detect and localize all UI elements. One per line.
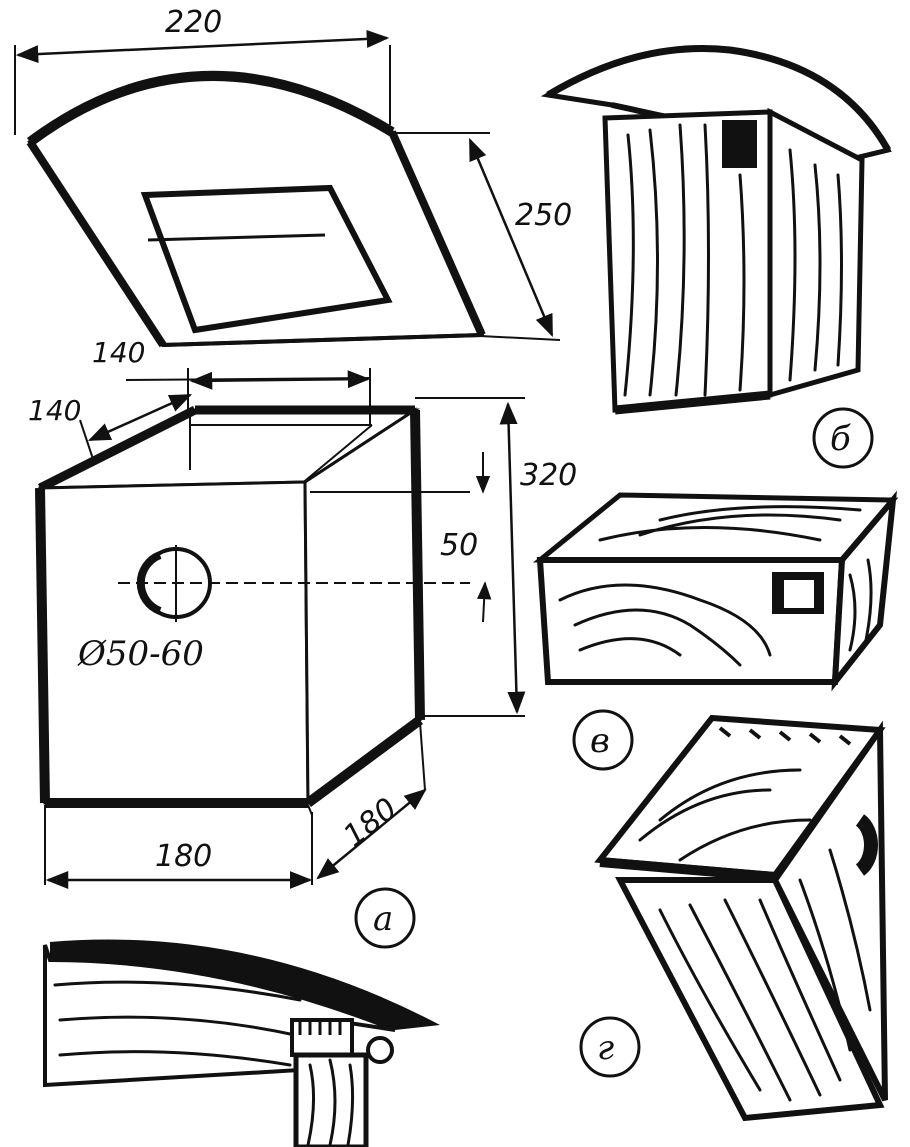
roof-depth-dimension: 250	[392, 132, 572, 341]
top-depth-label: 140	[28, 394, 81, 427]
base-width-label: 180	[155, 839, 212, 874]
top-width-dimension: 140	[92, 336, 371, 425]
hole-diameter-label: Ø50-60	[77, 634, 204, 674]
birdhouse-v	[532, 490, 899, 692]
label-b: б	[812, 407, 874, 469]
height-dimension: 320	[415, 397, 577, 717]
height-label: 320	[520, 458, 577, 493]
top-width-label: 140	[92, 336, 145, 369]
label-v: в	[572, 709, 634, 771]
hole-offset-dimension: 50	[310, 452, 492, 623]
base-depth-label: 180	[337, 791, 404, 854]
box-body	[35, 405, 425, 816]
roof-width-label: 220	[165, 5, 222, 40]
roof-panel	[26, 70, 486, 348]
svg-text:б: б	[830, 419, 851, 459]
roof-width-dimension: 220	[14, 5, 391, 135]
svg-text:в: в	[590, 721, 610, 761]
hole-offset-label: 50	[440, 528, 478, 563]
label-g: г	[579, 1016, 641, 1078]
roof-depth-label: 250	[515, 198, 572, 233]
svg-text:а: а	[373, 899, 393, 939]
base-width-dimension: 180	[44, 812, 313, 889]
birdhouse-g	[594, 714, 888, 1122]
top-depth-dimension: 140	[28, 393, 193, 466]
label-a: а	[354, 887, 416, 949]
svg-text:г: г	[597, 1028, 614, 1068]
entrance-hole: Ø50-60	[77, 545, 470, 674]
roof-detail	[43, 939, 440, 1147]
birdhouse-b	[540, 44, 892, 415]
